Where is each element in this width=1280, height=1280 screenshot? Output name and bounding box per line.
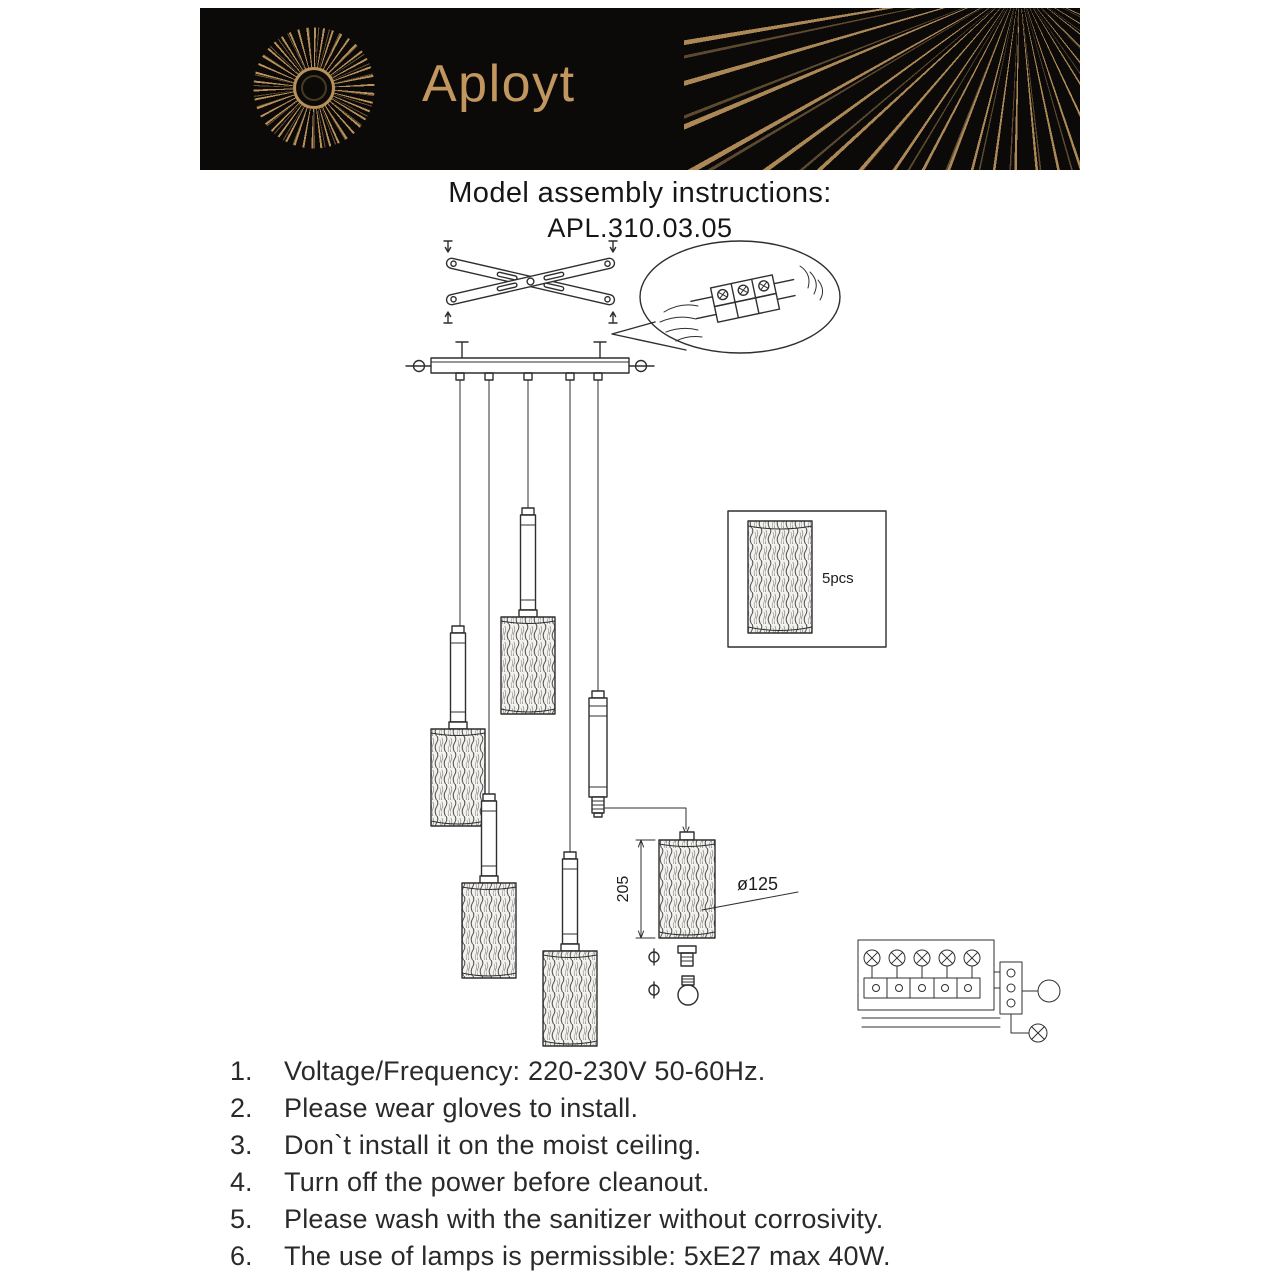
header-banner: Aployt <box>200 8 1080 170</box>
wiring-detail-magnifier <box>611 240 841 354</box>
crossed-circle-lamp-icon <box>863 949 881 967</box>
instruction-text: The use of lamps is permissible: 5xE27 m… <box>284 1241 891 1271</box>
bulb-icon <box>648 975 699 1006</box>
crossed-circle-lamp-icon <box>888 949 906 967</box>
instruction-item: 4. Turn off the power before cleanout. <box>230 1167 891 1204</box>
instruction-text: Turn off the power before cleanout. <box>284 1167 710 1197</box>
screw-icon <box>443 240 453 253</box>
sunburst-core <box>293 67 335 109</box>
pendant-lamp <box>500 507 556 715</box>
instruction-text: Please wear gloves to install. <box>284 1093 639 1123</box>
height-dimension-label: 205 <box>615 876 632 903</box>
suspension-wires <box>459 379 599 853</box>
sunburst-icon <box>248 22 380 154</box>
instruction-number: 1. <box>230 1056 253 1086</box>
crossed-circle-lamp-icon <box>938 949 956 967</box>
instruction-list: 1. Voltage/Frequency: 220-230V 50-60Hz. … <box>230 1056 891 1278</box>
crossed-circle-lamp-icon <box>963 949 981 967</box>
brand-name: Aployt <box>422 55 576 113</box>
shade-pack-detail: 5pcs <box>727 510 887 648</box>
wiring-schematic <box>857 939 1061 1043</box>
instruction-number: 2. <box>230 1093 253 1123</box>
instruction-number: 5. <box>230 1204 253 1234</box>
instruction-text: Voltage/Frequency: 220-230V 50-60Hz. <box>284 1056 766 1086</box>
model-number: APL.310.03.05 <box>547 213 733 243</box>
socket-icon <box>648 945 697 967</box>
instruction-item: 5. Please wash with the sanitizer withou… <box>230 1204 891 1241</box>
pendant-lamp <box>430 625 486 827</box>
screw-icon <box>608 240 618 253</box>
instruction-number: 3. <box>230 1130 253 1160</box>
pendant-lamp-socket <box>588 690 690 835</box>
instruction-number: 6. <box>230 1241 253 1271</box>
crossed-circle-lamp-icon <box>1010 1013 1048 1043</box>
mounting-bracket <box>443 240 618 324</box>
side-bolt-icon <box>405 359 432 373</box>
plug-symbol-icon <box>1021 979 1061 1003</box>
crossed-circle-lamp-icon <box>913 949 931 967</box>
side-bolt-icon <box>628 359 655 373</box>
instruction-text: Don`t install it on the moist ceiling. <box>284 1130 702 1160</box>
shade-dimension-detail: 205 ø125 <box>615 831 799 939</box>
diameter-dimension-label: ø125 <box>737 874 778 894</box>
pendant-lamp <box>461 793 517 979</box>
corner-rays-icon <box>684 8 1080 170</box>
terminal-block <box>690 274 796 323</box>
instruction-text: Please wash with the sanitizer without c… <box>284 1204 884 1234</box>
instruction-number: 4. <box>230 1167 253 1197</box>
instruction-item: 3. Don`t install it on the moist ceiling… <box>230 1130 891 1167</box>
instruction-item: 1. Voltage/Frequency: 220-230V 50-60Hz. <box>230 1056 891 1093</box>
ceiling-plate-assembly <box>405 341 655 381</box>
screw-icon <box>608 311 618 324</box>
instruction-item: 6. The use of lamps is permissible: 5xE2… <box>230 1241 891 1278</box>
pendant-lamp <box>542 851 598 1047</box>
instruction-item: 2. Please wear gloves to install. <box>230 1093 891 1130</box>
screw-icon <box>443 311 453 324</box>
pack-quantity-label: 5pcs <box>822 570 854 587</box>
page-title: Model assembly instructions: <box>448 177 832 209</box>
